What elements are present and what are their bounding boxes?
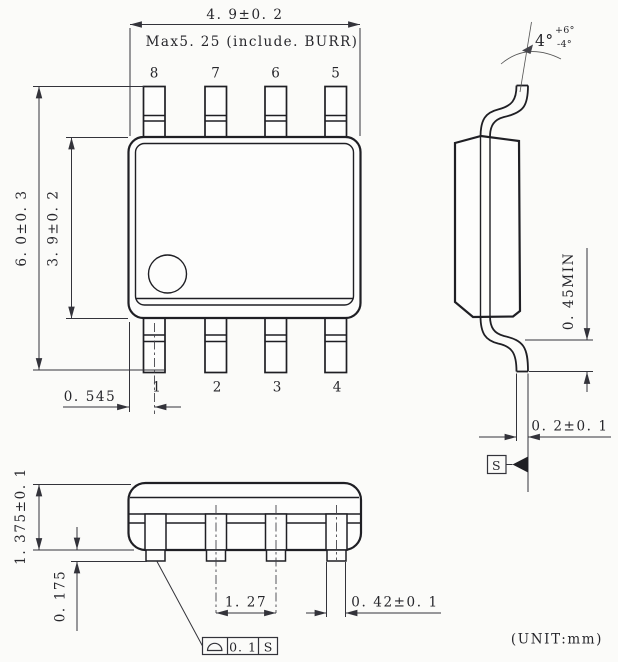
- profile-of-surface-icon: [206, 642, 223, 652]
- top-lead-inner-curve: [489, 85, 529, 138]
- dim-total-height-label: 6. 0±0. 3: [14, 189, 30, 266]
- datum-triangle-icon: [512, 456, 528, 473]
- datum-s-label: S: [492, 458, 502, 473]
- front-view: 8 7 6 5 1 2 3 4 4. 9±0. 2 Max5. 25 (incl…: [14, 7, 362, 414]
- dim-standoff-label: 0. 175: [53, 570, 69, 623]
- lead-angle-arc: [500, 51, 562, 65]
- tolerance-value-label: 0. 1: [229, 640, 257, 655]
- top-pin-seam-lines: [143, 114, 347, 122]
- dim-lead-thickness-extensions: [516, 373, 529, 492]
- dim-body-height-extensions: [66, 137, 128, 319]
- pin3-label: 3: [273, 380, 282, 396]
- dim-lead-pitch: 1. 27: [216, 595, 276, 617]
- dim-lead-angle-plus-tol: +6°: [555, 25, 575, 36]
- bottom-pin-centerlines: [215, 505, 337, 613]
- dim-foot-length-label: 0. 45MIN: [561, 252, 577, 330]
- dim-total-height: 6. 0±0. 3: [14, 86, 166, 371]
- dim-lead-thickness: 0. 2±0. 1: [479, 373, 611, 492]
- dim-body-thickness-label: 1. 375±0. 1: [13, 467, 29, 565]
- lead-angle-reference-line: [519, 21, 532, 93]
- tolerance-frame-dividers: [226, 637, 260, 655]
- side-lead-plane-lines: [479, 137, 491, 316]
- dim-body-thickness-extensions: [33, 484, 134, 551]
- pin-4: [324, 316, 348, 374]
- pin7-label: 7: [211, 66, 220, 82]
- tolerance-frame: 0. 1 S: [156, 561, 279, 656]
- dim-total-height-extensions: [33, 86, 166, 371]
- side-body-outline: [453, 134, 522, 319]
- tolerance-datum-label: S: [264, 640, 274, 655]
- bottom-pin-seam-lines: [143, 334, 347, 343]
- pin-5: [324, 85, 348, 139]
- dim-lead-thickness-label: 0. 2±0. 1: [531, 419, 608, 435]
- front-pin-numbers: 8 7 6 5 1 2 3 4: [150, 66, 342, 396]
- dim-body-width-label: 4. 9±0. 2: [206, 7, 283, 23]
- dim-pin1-offset: 0. 545: [63, 322, 181, 414]
- front-body-inner-outline: [134, 142, 355, 306]
- dim-pin1-offset-label: 0. 545: [64, 389, 117, 405]
- tolerance-frame-leader: [156, 561, 203, 647]
- pin-3: [264, 316, 288, 374]
- dim-lead-angle: 4° +6° -4°: [500, 21, 575, 93]
- pin1-indicator-circle: [147, 254, 188, 294]
- side-bottom-lead: [479, 315, 529, 373]
- dim-body-width-extensions: [129, 28, 361, 136]
- dim-lead-angle-label: 4°: [535, 32, 554, 50]
- lead-angle-arrowhead: [522, 44, 533, 54]
- dim-lead-width: 0. 42±0. 1: [306, 562, 441, 617]
- datum-s-symbol: S: [486, 454, 528, 475]
- dim-body-width: 4. 9±0. 2 Max5. 25 (include. BURR): [129, 7, 361, 136]
- tolerance-frame-box: [201, 636, 279, 656]
- dim-lead-pitch-label: 1. 27: [225, 595, 267, 611]
- dim-body-height: 3. 9±0. 2: [46, 137, 128, 319]
- pin5-label: 5: [331, 66, 340, 82]
- bottom-body-outline: [127, 481, 363, 552]
- dim-body-height-label: 3. 9±0. 2: [46, 189, 62, 266]
- side-top-lead: [479, 84, 529, 138]
- pin-6: [264, 85, 288, 139]
- bottom-lead-inner-curve: [489, 315, 529, 372]
- dim-foot-length-extensions: [525, 339, 593, 372]
- pin6-label: 6: [271, 66, 280, 82]
- front-top-pins: [142, 85, 348, 139]
- dim-standoff: 0. 175: [53, 527, 147, 631]
- dim-lead-width-extensions: [326, 562, 346, 617]
- pin8-label: 8: [150, 66, 159, 82]
- dim-foot-length: 0. 45MIN: [525, 248, 593, 392]
- bottom-lead-outer-curve: [479, 315, 518, 372]
- dim-body-thickness: 1. 375±0. 1: [13, 467, 134, 565]
- dim-lead-width-label: 0. 42±0. 1: [351, 595, 438, 611]
- dim-max-width-label: Max5. 25 (include. BURR): [146, 34, 359, 50]
- bottom-pin-1-foot: [145, 549, 166, 562]
- front-bottom-pins: [142, 316, 348, 374]
- front-body-outline: [127, 135, 362, 320]
- dim-lead-angle-minus-tol: -4°: [557, 39, 572, 50]
- side-view: 4° +6° -4° 0. 45MIN 0. 2±0. 1 S: [453, 21, 611, 492]
- pin-2: [204, 316, 228, 374]
- pin2-label: 2: [213, 380, 222, 396]
- bottom-pin-1: [144, 513, 167, 551]
- pin-8: [142, 85, 166, 139]
- pin4-label: 4: [333, 380, 342, 396]
- bottom-pin-4-foot: [326, 549, 347, 562]
- bottom-view: 1. 375±0. 1 0. 175 1. 27 0. 42±0. 1: [13, 467, 441, 656]
- unit-note: (UNIT:mm): [511, 632, 603, 648]
- top-lead-outer-curve: [479, 85, 518, 138]
- pin-7: [204, 85, 228, 139]
- pin1-label: 1: [152, 380, 161, 396]
